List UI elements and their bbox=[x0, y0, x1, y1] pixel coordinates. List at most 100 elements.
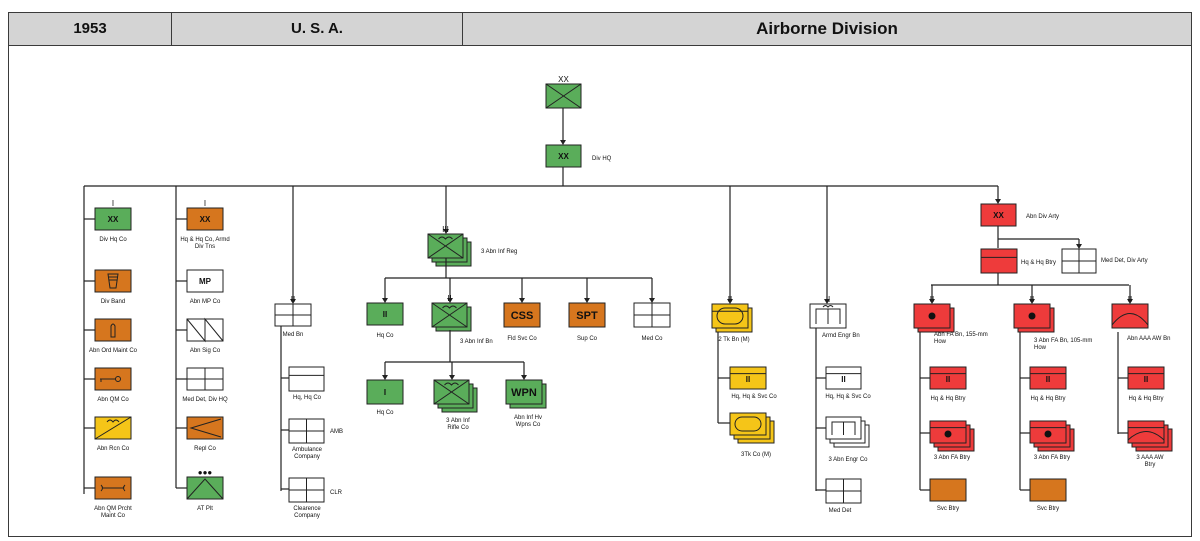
label-reg-med-co: Med Co bbox=[641, 336, 663, 342]
unit-inner-text: II bbox=[1144, 375, 1148, 384]
unit-fa155-hq: II bbox=[929, 366, 967, 390]
label-engr-bn: Armd Engr Bn bbox=[822, 333, 860, 339]
maintenance-wrench-icon bbox=[100, 484, 126, 492]
unit-repl-co bbox=[186, 416, 224, 440]
label-bn-hq-co: Hq Co bbox=[376, 410, 394, 416]
unit-tk-co bbox=[729, 412, 775, 444]
label-med-bn: Med Bn bbox=[283, 332, 304, 338]
label-abn-ord: Abn Ord Maint Co bbox=[89, 348, 138, 354]
unit-fa155-svc bbox=[929, 478, 967, 502]
recon-slash bbox=[94, 416, 132, 440]
unit-reg-hq-co: II bbox=[366, 302, 404, 326]
unit-frame bbox=[288, 366, 325, 392]
unit-engr-hq-svc: II bbox=[825, 366, 862, 390]
unit-hv-wpns: WPN bbox=[505, 379, 547, 409]
arrow-head bbox=[443, 229, 449, 234]
arrow-head bbox=[1029, 299, 1035, 304]
label-fa105-hq: Hq & Hq Btry bbox=[1030, 396, 1065, 402]
armor-oval-icon bbox=[716, 307, 744, 325]
unit-fld-svc: CSS bbox=[503, 302, 541, 328]
label-engr-med: Med Det bbox=[829, 508, 852, 514]
unit-at-plt: ●●● bbox=[186, 468, 224, 500]
unit-sup-co: SPT bbox=[568, 302, 606, 328]
unit-inner-text: XX bbox=[108, 215, 119, 224]
antitank-triangle-icon bbox=[186, 478, 224, 500]
unit-frame bbox=[1127, 366, 1165, 390]
unit-inf-bn: II bbox=[431, 294, 472, 332]
arrow-head bbox=[519, 298, 525, 303]
unit-frame bbox=[929, 478, 967, 502]
arrow-head bbox=[1127, 299, 1133, 304]
unit-bn-hq-co: I bbox=[366, 379, 404, 405]
airborne-wings bbox=[822, 305, 834, 308]
label-fa105-btry: 3 Abn FA Btry bbox=[1034, 455, 1070, 461]
unit-div-top: XX bbox=[545, 75, 582, 109]
label-fld-svc: Fld Svc Co bbox=[507, 336, 537, 342]
unit-frame bbox=[94, 207, 132, 231]
header-year: 1953 bbox=[9, 13, 172, 45]
header-bar: 1953 U. S. A. Airborne Division bbox=[8, 12, 1192, 46]
echelon-mark: I bbox=[204, 199, 206, 208]
label-fa155-btry: 3 Abn FA Btry bbox=[934, 455, 970, 461]
label-tk-hq-svc: Hq, Hq & Svc Co bbox=[731, 394, 777, 400]
label-repl-co: Repl Co bbox=[194, 446, 216, 452]
unit-frame bbox=[729, 412, 767, 436]
unit-ambulance bbox=[288, 418, 325, 444]
unit-inner-text: XX bbox=[558, 152, 569, 161]
echelon-mark: II bbox=[826, 295, 830, 304]
unit-frame bbox=[505, 379, 543, 405]
echelon-mark: II bbox=[728, 295, 732, 304]
arrow-head bbox=[382, 375, 388, 380]
unit-aaa-hq: II bbox=[1127, 366, 1165, 390]
label-div-band: Div Band bbox=[101, 299, 125, 305]
air-defense-arc-icon bbox=[1127, 431, 1165, 441]
unit-hq-armd-trns: XXI bbox=[186, 199, 224, 231]
unit-frame bbox=[186, 416, 224, 440]
echelon-mark: II bbox=[1030, 295, 1034, 304]
echelon-mark: II bbox=[1128, 295, 1132, 304]
unit-tk-hq-svc: II bbox=[729, 366, 767, 390]
unit-engr-co bbox=[825, 416, 870, 448]
unit-div-hq-co: XXI bbox=[94, 199, 132, 231]
unit-inner-text: WPN bbox=[511, 387, 537, 399]
unit-frame bbox=[503, 302, 541, 328]
arrow-head bbox=[824, 299, 830, 304]
unit-aaa-bn: II bbox=[1111, 295, 1149, 329]
engineer-castle-icon bbox=[815, 308, 841, 324]
unit-engr-med bbox=[825, 478, 862, 504]
infantry-cross bbox=[433, 379, 470, 405]
unit-inner-text: I bbox=[384, 388, 386, 397]
unit-aaa-btry bbox=[1127, 420, 1173, 452]
label-abn-mp: Abn MP Co bbox=[190, 299, 221, 305]
air-defense-arc-icon bbox=[1111, 313, 1149, 326]
label-div-hq: Div HQ bbox=[592, 156, 612, 162]
artillery-dot-icon bbox=[1044, 430, 1052, 438]
unit-frame bbox=[980, 248, 1018, 274]
arrow-head bbox=[995, 199, 1001, 204]
unit-reg-med-co bbox=[633, 302, 671, 328]
replacement-chevron-icon bbox=[189, 418, 222, 438]
artillery-dot-icon bbox=[928, 312, 936, 320]
unit-fa155-btry bbox=[929, 420, 975, 452]
unit-frame bbox=[186, 207, 224, 231]
label-at-plt: AT Plt bbox=[197, 506, 213, 512]
unit-med-det-hq bbox=[186, 367, 224, 391]
artillery-dot-icon bbox=[1028, 312, 1036, 320]
tag-amb: AMB bbox=[330, 429, 343, 435]
unit-engr-bn: II bbox=[809, 295, 847, 329]
arrow-head bbox=[447, 298, 453, 303]
tag-clr: CLR bbox=[330, 490, 343, 496]
airborne-wings bbox=[106, 419, 120, 423]
unit-fa105: II bbox=[1013, 295, 1055, 333]
label-abn-sig: Abn Sig Co bbox=[190, 348, 221, 354]
unit-div-arty: XX bbox=[980, 203, 1017, 227]
unit-inner-text: SPT bbox=[576, 310, 598, 322]
echelon-mark: ●●● bbox=[198, 468, 213, 477]
label-inf-bn: 3 Abn Inf Bn bbox=[460, 339, 493, 345]
arrow-head bbox=[521, 375, 527, 380]
